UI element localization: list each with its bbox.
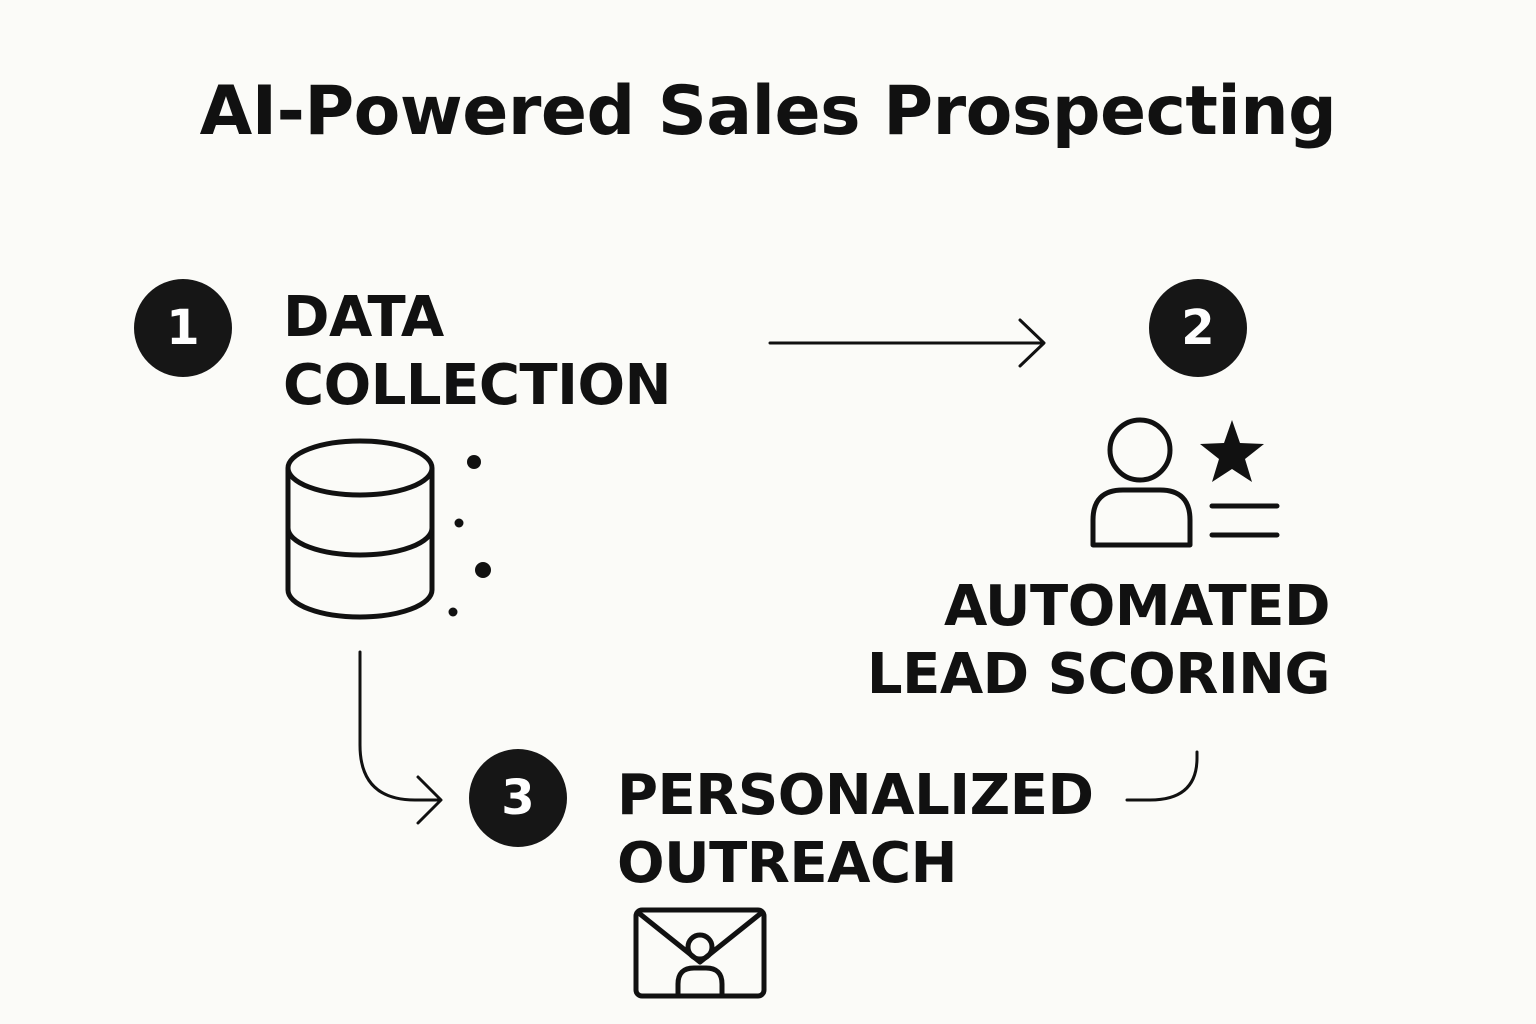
step-3-label: PERSONALIZED OUTREACH	[617, 762, 1094, 899]
step-1-label-line-2: COLLECTION	[283, 353, 671, 419]
user-star-icon	[1090, 417, 1280, 548]
step-3-label-line-2: OUTREACH	[617, 831, 957, 897]
arrow-step1-to-step3	[358, 650, 443, 825]
data-dots-icon	[448, 455, 491, 617]
step-1-label-line-1: DATA	[283, 285, 444, 350]
step-2-badge: 2	[1149, 279, 1247, 377]
step-1-label: DATA COLLECTION	[283, 284, 671, 421]
step-2-label: AUTOMATED LEAD SCORING	[830, 573, 1331, 710]
step-1-badge: 1	[134, 279, 232, 377]
connector-step2-to-step3	[1125, 750, 1199, 802]
database-icon	[285, 438, 435, 620]
envelope-user-icon	[633, 907, 767, 999]
step-2-label-line-1: AUTOMATED	[943, 574, 1331, 639]
step-3-badge: 3	[469, 749, 567, 847]
step-3-label-line-1: PERSONALIZED	[617, 763, 1094, 828]
step-2-label-line-2: LEAD SCORING	[866, 642, 1331, 708]
diagram-title: AI-Powered Sales Prospecting	[199, 72, 1337, 151]
arrow-step1-to-step2	[768, 318, 1046, 368]
